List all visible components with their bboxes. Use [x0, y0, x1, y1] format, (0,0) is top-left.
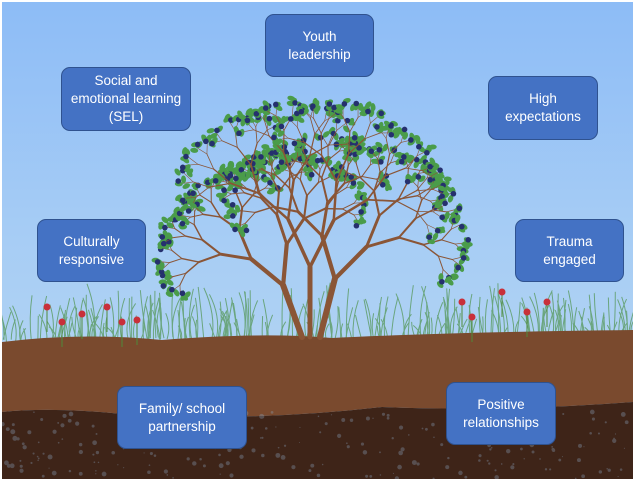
- sel-box: Social and emotional learning (SEL): [61, 67, 191, 131]
- youth-leadership-box: Youth leadership: [265, 14, 374, 77]
- strawberry-plants: [43, 288, 551, 347]
- youth-leadership-label: Youth leadership: [288, 28, 351, 62]
- sel-label: Social and emotional learning (SEL): [70, 73, 182, 124]
- tree: [151, 95, 473, 340]
- high-expectations-box: High expectations: [488, 76, 598, 140]
- positive-relationships-box: Positive relationships: [446, 382, 556, 445]
- family-school-label: Family/ school partnership: [138, 400, 226, 434]
- culturally-responsive-box: Culturally responsive: [37, 219, 146, 282]
- family-school-box: Family/ school partnership: [117, 386, 247, 449]
- high-expectations-label: High expectations: [505, 91, 581, 124]
- positive-relationships-label: Positive relationships: [463, 396, 539, 430]
- culturally-responsive-label: Culturally responsive: [58, 233, 125, 267]
- trauma-engaged-box: Trauma engaged: [515, 219, 624, 282]
- trauma-engaged-label: Trauma engaged: [543, 233, 596, 267]
